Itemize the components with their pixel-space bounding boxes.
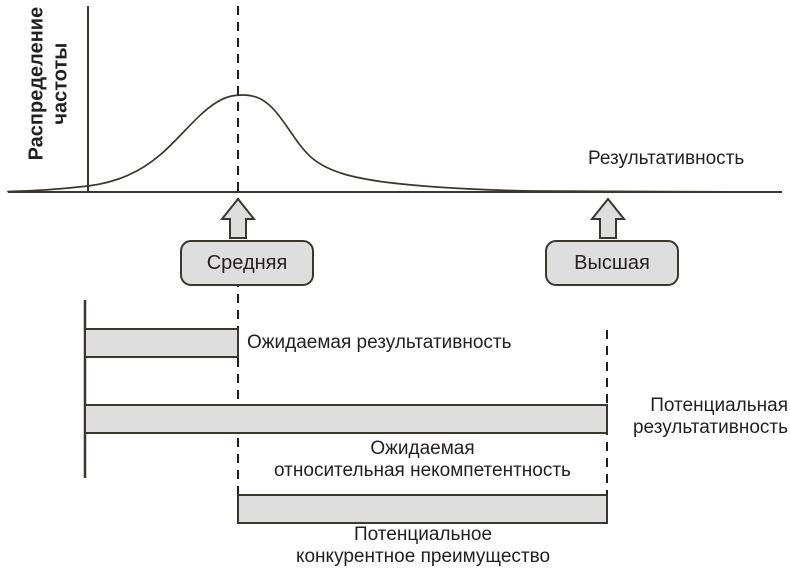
marker-box-highest-label: Высшая [574,251,650,274]
distribution-curve [7,94,761,193]
bar-potential-performance [84,404,608,434]
bar-label-potential-performance-line1: Потенциальная [650,395,788,416]
bar-label-expected-performance: Ожидаемая результативность [247,332,512,353]
bar-potential-competitive-advantage [237,494,608,524]
x-axis-label: Результативность [588,148,745,169]
marker-box-highest[interactable]: Высшая [545,240,679,286]
bar-label-potential-performance-line2: результативность [632,417,788,439]
y-axis-label: Распределение частоты [25,6,71,161]
bar-label-relative-incompetence-line1: Ожидаемая [370,438,475,459]
bar-label-competitive-advantage-line1: Потенциальное [353,524,493,545]
bar-label-relative-incompetence-line2: относительная некомпетентность [274,460,571,482]
arrow-up-mean-icon [219,197,257,239]
arrow-up-high-icon [589,197,627,239]
marker-box-average[interactable]: Средняя [180,240,314,286]
bar-label-competitive-advantage-line2: конкурентное преимущество [295,546,551,568]
marker-box-average-label: Средняя [206,251,288,274]
bar-expected-performance [84,328,239,358]
